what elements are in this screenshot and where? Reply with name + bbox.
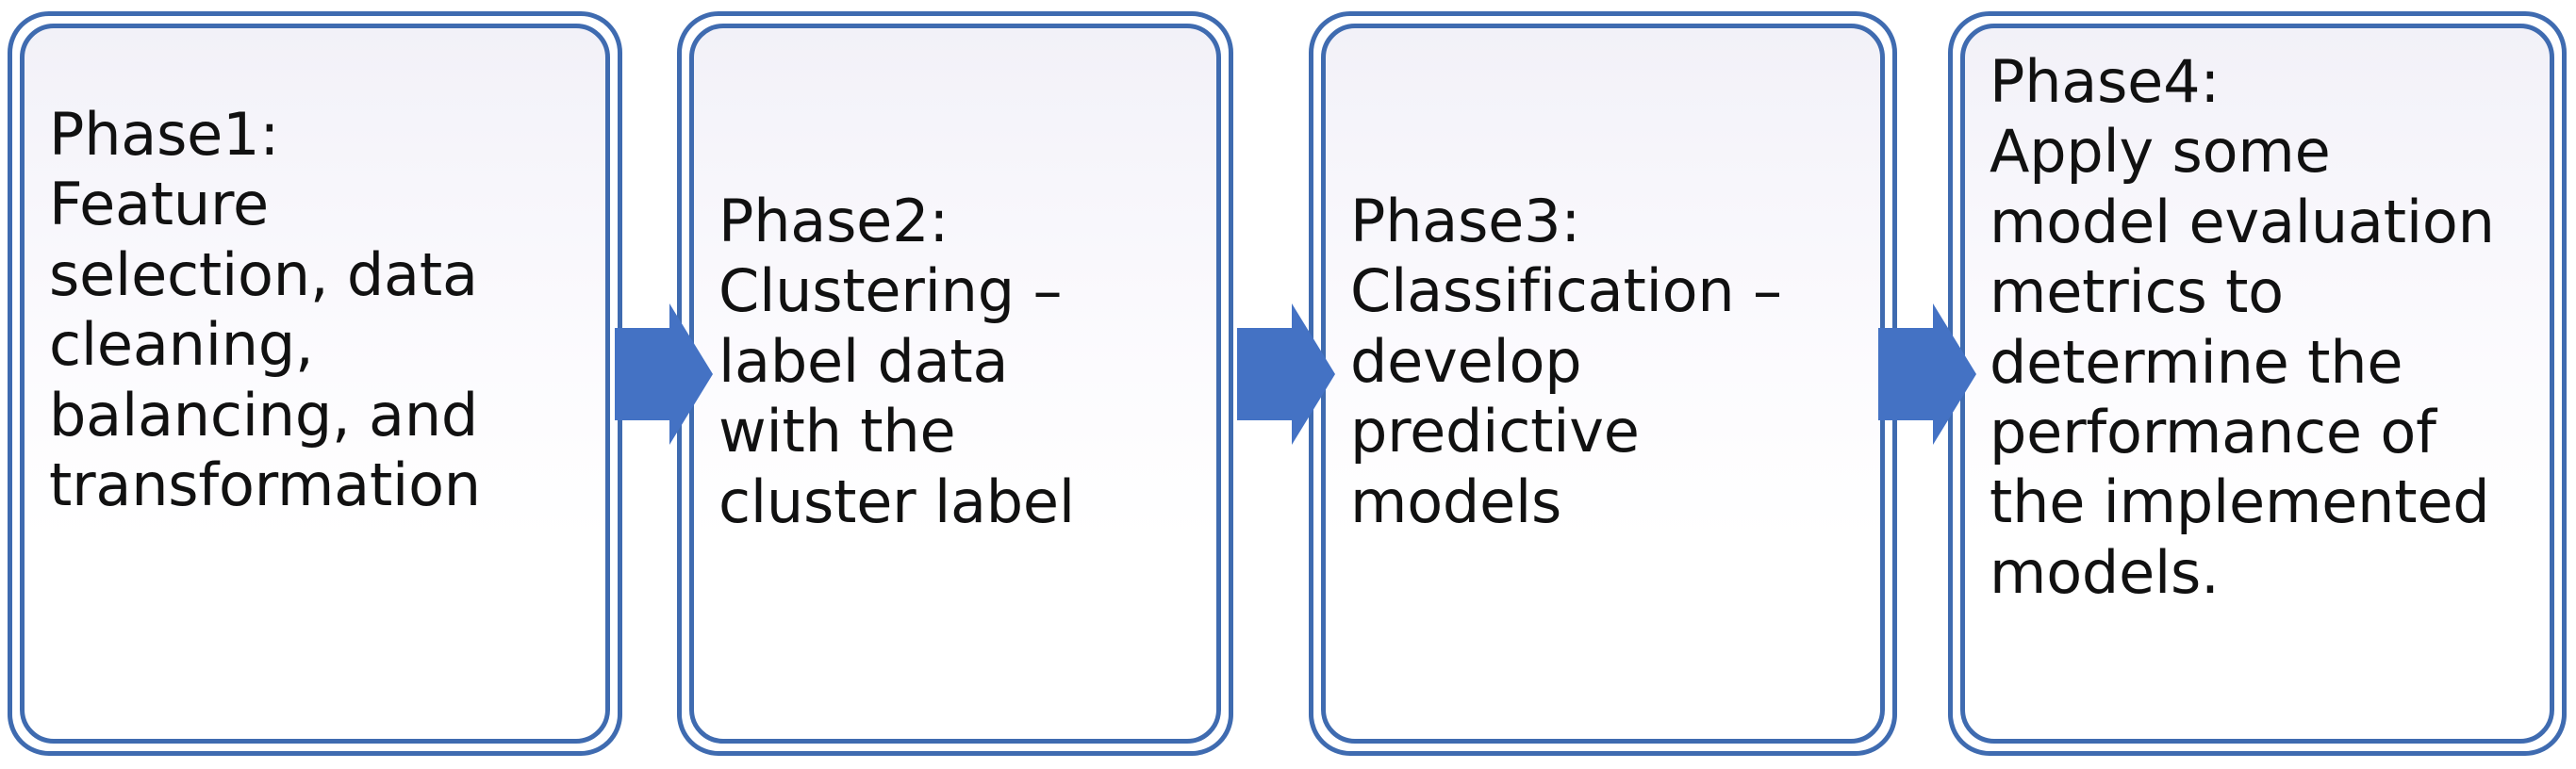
arrow-phase2-to-phase3 bbox=[1237, 303, 1335, 445]
phase-box-3[interactable]: Phase3: Classification – develop predict… bbox=[1309, 11, 1897, 756]
phase-box-2[interactable]: Phase2: Clustering – label data with the… bbox=[677, 11, 1233, 756]
right-arrow-icon bbox=[1237, 303, 1335, 445]
right-arrow-icon bbox=[1878, 303, 1976, 445]
phase-box-3-text: Phase3: Classification – develop predict… bbox=[1350, 187, 1782, 536]
right-arrow-icon bbox=[615, 303, 713, 445]
arrow-phase1-to-phase2 bbox=[615, 303, 713, 445]
phase-box-4[interactable]: Phase4: Apply some model evaluation metr… bbox=[1948, 11, 2567, 756]
phase-box-2-inner: Phase2: Clustering – label data with the… bbox=[689, 24, 1221, 744]
phase-box-1-inner: Phase1: Feature selection, data cleaning… bbox=[20, 24, 610, 744]
phase-box-3-inner: Phase3: Classification – develop predict… bbox=[1321, 24, 1885, 744]
phase-box-2-text: Phase2: Clustering – label data with the… bbox=[718, 187, 1075, 536]
phase-box-4-text: Phase4: Apply some model evaluation metr… bbox=[1990, 47, 2495, 607]
phase-box-4-inner: Phase4: Apply some model evaluation metr… bbox=[1960, 24, 2554, 744]
arrow-phase3-to-phase4 bbox=[1878, 303, 1976, 445]
phase-box-1-text: Phase1: Feature selection, data cleaning… bbox=[49, 100, 481, 519]
phase-box-1[interactable]: Phase1: Feature selection, data cleaning… bbox=[8, 11, 622, 756]
